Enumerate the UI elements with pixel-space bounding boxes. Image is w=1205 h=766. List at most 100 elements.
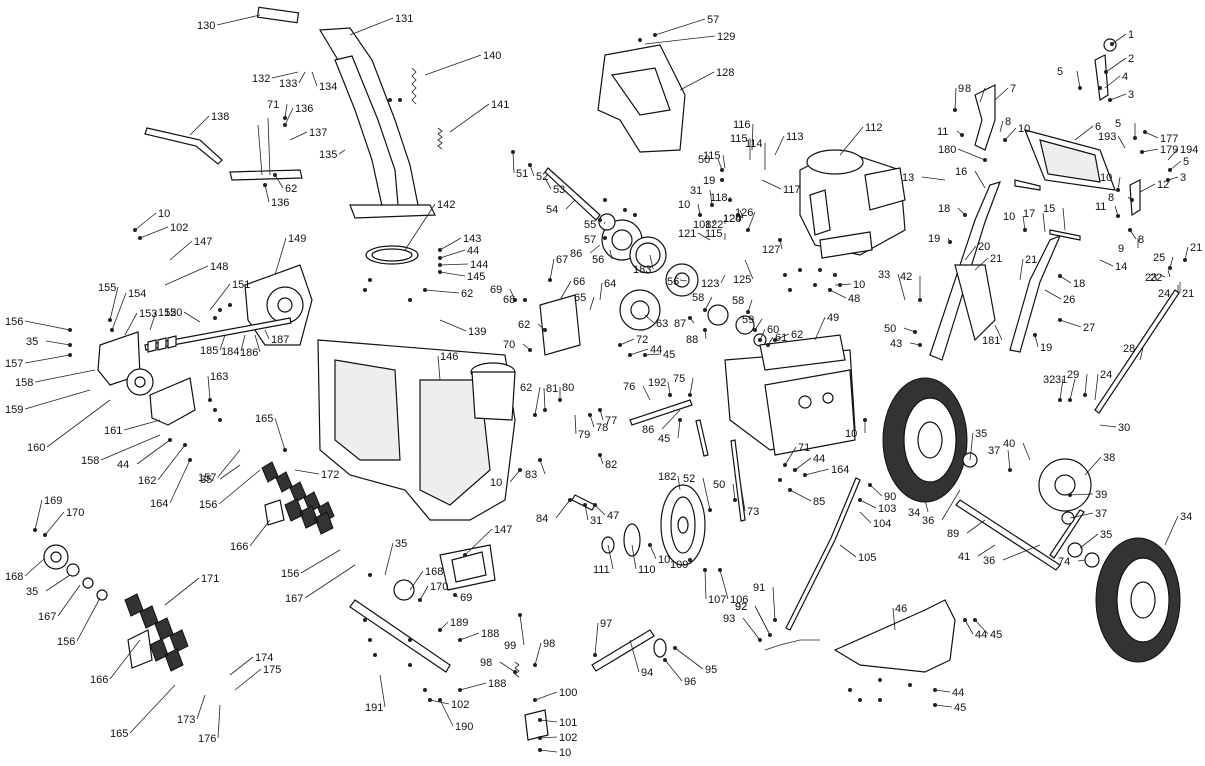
part-number-label: 58 — [692, 292, 704, 304]
leader-line — [1059, 275, 1072, 284]
leader-line — [774, 333, 790, 341]
leader-line — [1069, 512, 1094, 519]
fastener — [408, 638, 412, 642]
leader-line — [1144, 131, 1159, 139]
part-number-label: 167 — [38, 611, 56, 623]
part-number-label: 17 — [1023, 208, 1035, 220]
part-number-label: 142 — [437, 199, 455, 211]
part-number-label: 21 — [1190, 242, 1202, 254]
leader-line — [539, 459, 546, 475]
part-number-label: 115 — [730, 133, 748, 145]
leader-line — [529, 164, 535, 177]
fastener — [818, 268, 822, 272]
part-number-label: 22 — [1150, 272, 1162, 284]
part-number-label: 86 — [570, 248, 582, 260]
part-number-label: 34 — [908, 507, 920, 519]
leader-line — [459, 682, 487, 691]
leader-line — [46, 399, 111, 448]
leader-line — [599, 282, 603, 301]
part-number-label: 165 — [255, 413, 273, 425]
part-number-label: 131 — [395, 13, 413, 25]
leader-line — [644, 314, 655, 324]
leader-line — [751, 123, 754, 151]
part-number-label: 3 — [1128, 89, 1134, 101]
part-number-label: 97 — [600, 618, 612, 630]
part-number-label: 69 — [490, 284, 502, 296]
part-number-label: 81 — [546, 383, 558, 395]
part-number-label: 102 — [170, 222, 188, 234]
part-number-label: 57 — [707, 14, 719, 26]
part-number-label: 6 — [1095, 121, 1101, 133]
leader-line — [1099, 259, 1114, 267]
leader-line — [1127, 196, 1133, 201]
part-number-label: 43 — [890, 338, 902, 350]
part-number-label: 106 — [730, 594, 748, 606]
part-number-label: 160 — [27, 442, 45, 454]
leader-line — [754, 318, 763, 331]
leader-line — [1184, 246, 1189, 261]
part-number-label: 5 — [1057, 66, 1063, 78]
part-number-label: 136 — [295, 103, 313, 115]
leader-line — [1044, 289, 1062, 300]
leader-line — [903, 327, 916, 333]
part-number-label: 113 — [786, 131, 804, 143]
part-number-label: 36 — [983, 555, 995, 567]
part-number-label: 193 — [1098, 131, 1116, 143]
part-number-label: 52 — [536, 171, 548, 183]
leader-line — [744, 259, 754, 280]
part-number-label: 8 — [1138, 234, 1144, 246]
part-number-label: 166 — [230, 541, 248, 553]
fastener — [408, 663, 412, 667]
leader-line — [1069, 378, 1076, 401]
leader-line — [300, 549, 341, 574]
leader-line — [689, 377, 694, 396]
part-number-label: 143 — [463, 233, 481, 245]
leader-line — [739, 479, 746, 512]
part-number-label: 35 — [1100, 529, 1112, 541]
fastener — [778, 478, 782, 482]
leader-line — [109, 286, 119, 321]
part-number-label: 96 — [684, 676, 696, 688]
part-number-label: 10 — [1003, 211, 1015, 223]
leader-line — [439, 621, 449, 631]
idler-bracket — [514, 629, 667, 741]
leader-line — [439, 237, 462, 251]
fastener — [213, 316, 217, 320]
part-number-label: 172 — [321, 469, 339, 481]
part-number-label: 38 — [1103, 452, 1115, 464]
leader-line — [338, 149, 346, 155]
auger-housing — [317, 339, 516, 521]
leader-line — [599, 454, 604, 465]
part-number-label: 53 — [553, 184, 565, 196]
leader-line — [704, 296, 713, 311]
leader-line — [379, 674, 386, 708]
leader-line — [834, 283, 852, 286]
part-number-label: 73 — [747, 506, 759, 518]
part-number-label: 33 — [878, 269, 890, 281]
part-number-label: 188 — [488, 678, 506, 690]
part-number-label: 85 — [813, 496, 825, 508]
leader-line — [264, 329, 270, 340]
leader-line — [164, 265, 209, 286]
part-number-label: 84 — [536, 513, 548, 525]
part-number-label: 26 — [1063, 294, 1075, 306]
leader-line — [439, 699, 454, 727]
part-number-label: 44 — [813, 453, 825, 465]
leader-line — [409, 570, 424, 591]
part-number-label: 166 — [90, 674, 108, 686]
part-number-label: 135 — [319, 149, 337, 161]
part-number-label: 137 — [309, 127, 327, 139]
part-number-label: 104 — [873, 518, 891, 530]
part-number-label: 50 — [884, 323, 896, 335]
part-number-label: 170 — [66, 507, 84, 519]
part-number-label: 105 — [858, 552, 876, 564]
leader-line — [607, 544, 614, 570]
fastener — [833, 273, 837, 277]
leader-line — [631, 544, 637, 570]
leader-line — [603, 237, 606, 240]
part-number-label: 68 — [503, 294, 515, 306]
leader-line — [139, 226, 169, 239]
leader-line — [439, 263, 469, 266]
part-number-label: 2 — [1128, 53, 1134, 65]
